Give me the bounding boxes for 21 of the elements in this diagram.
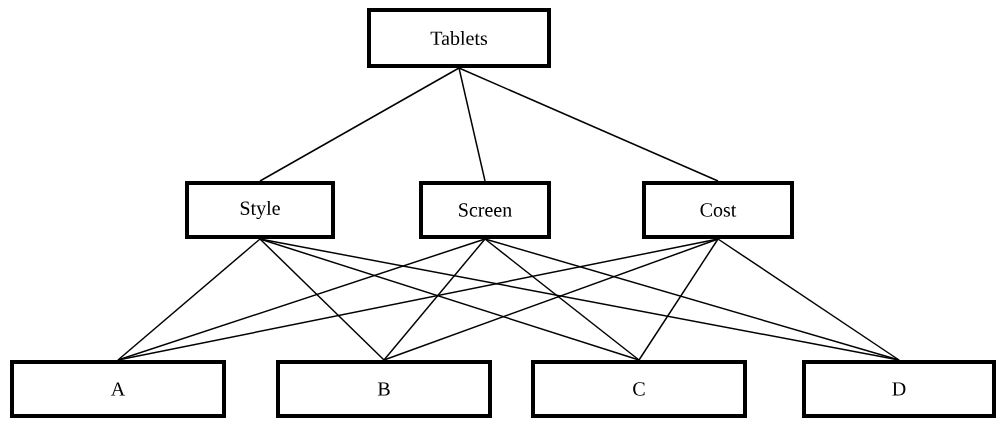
box: Style xyxy=(185,181,335,239)
box: C xyxy=(531,360,747,418)
connector-line xyxy=(458,67,486,182)
box: D xyxy=(802,360,996,418)
connector-line xyxy=(259,67,460,182)
connector-line xyxy=(117,238,261,361)
box: B xyxy=(276,360,492,418)
connector-line xyxy=(638,238,719,361)
connector-line xyxy=(117,238,486,361)
connector-line xyxy=(383,238,719,361)
connector-line xyxy=(717,238,900,361)
box: Tablets xyxy=(367,8,551,68)
connector-line xyxy=(259,238,640,361)
box: Cost xyxy=(642,181,794,239)
connector-line xyxy=(484,238,900,361)
connector-line xyxy=(458,67,719,182)
connector-line xyxy=(259,238,385,361)
box: Screen xyxy=(419,181,551,239)
connector-line xyxy=(484,238,640,361)
box: A xyxy=(10,360,226,418)
connector-line xyxy=(383,238,486,361)
